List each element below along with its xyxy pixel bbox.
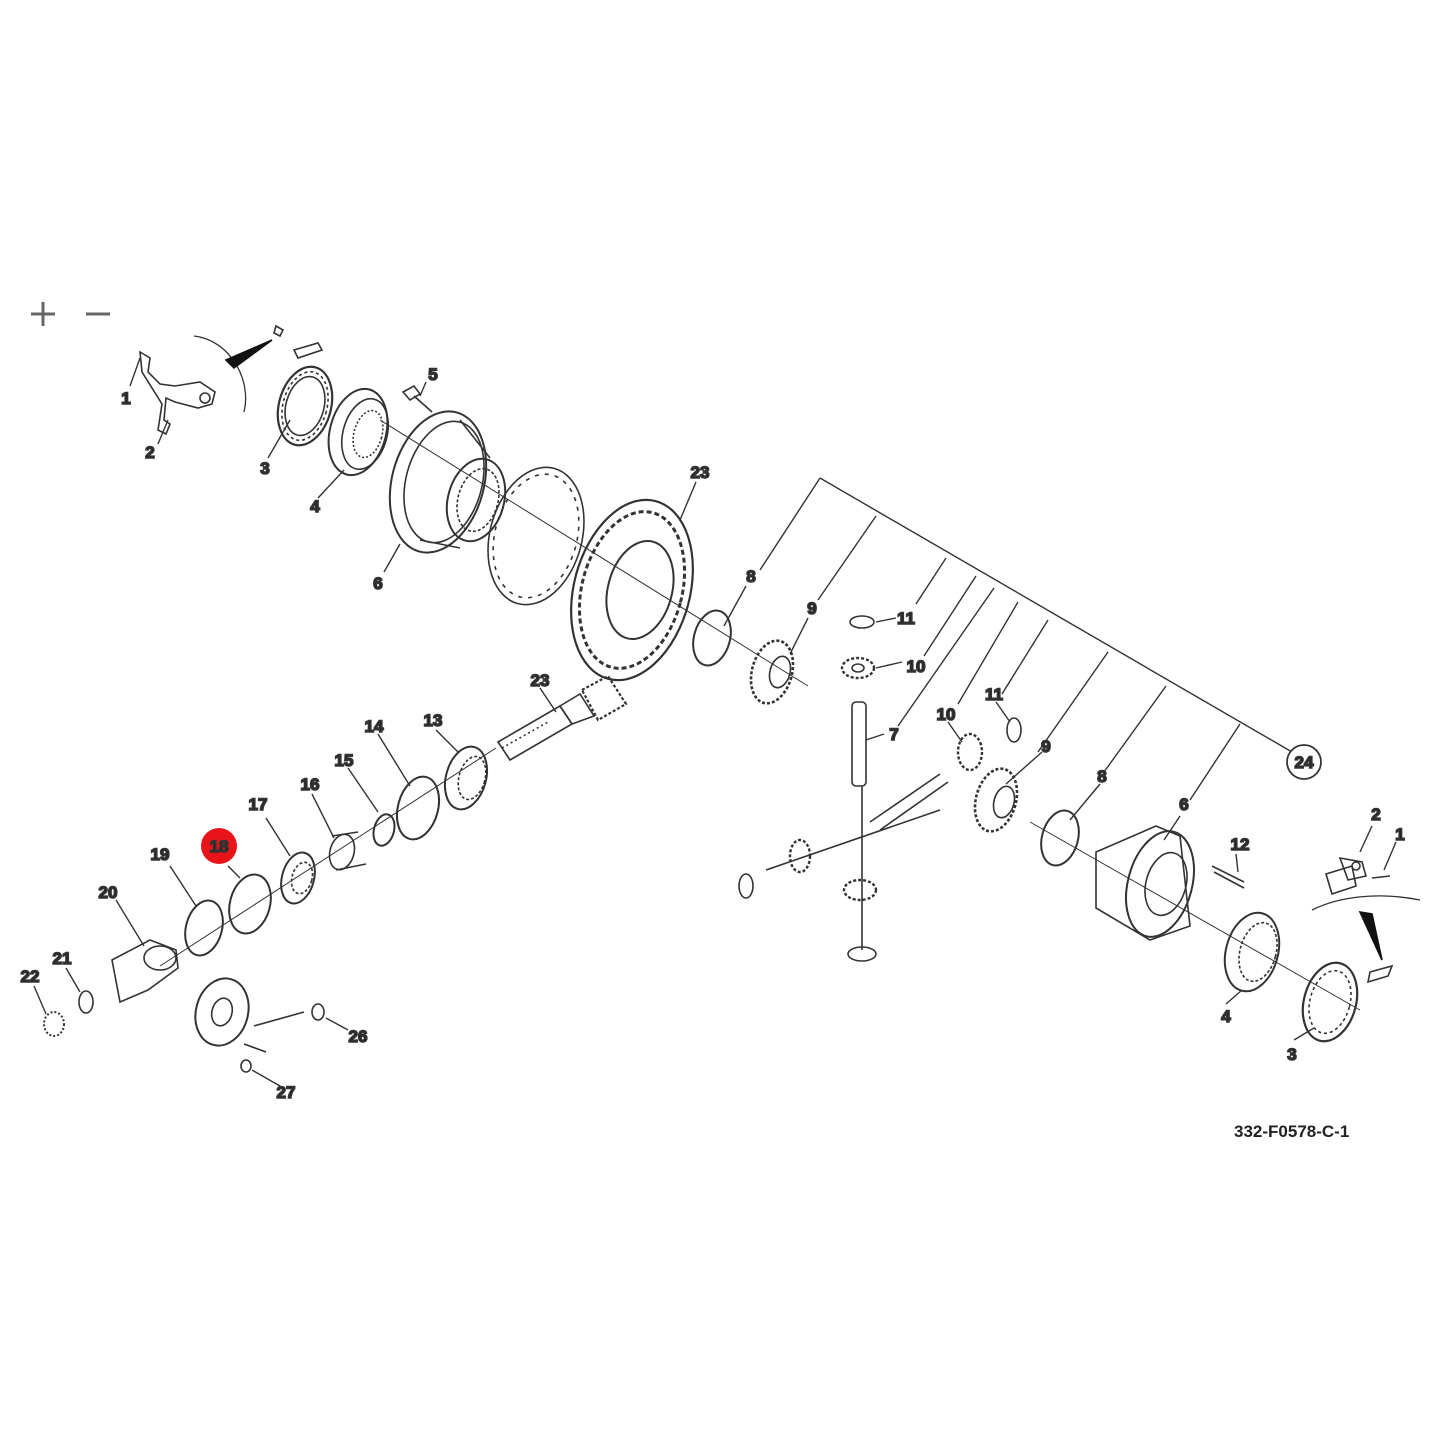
snap-ring-15	[372, 813, 396, 847]
drive-pinion	[496, 674, 628, 762]
diff-case-half	[388, 410, 507, 554]
callout-c10a[interactable]: 10	[906, 656, 927, 677]
callout-c6a[interactable]: 6	[372, 573, 383, 594]
locking-plate-bottom	[1366, 964, 1394, 984]
companion-flange	[194, 977, 250, 1047]
callout-c4a[interactable]: 4	[309, 496, 321, 517]
pinion-washer-d	[847, 946, 877, 962]
pinion-gear-c	[788, 838, 812, 874]
callout-c27[interactable]: 27	[276, 1082, 297, 1103]
yoke-20	[111, 939, 179, 1004]
callout-c1b[interactable]: 1	[1394, 824, 1405, 845]
callout-c1a[interactable]: 1	[120, 388, 131, 409]
shim-14	[395, 775, 441, 841]
nut-22	[43, 1011, 65, 1037]
bearing-top	[327, 387, 390, 477]
kit-24-circle	[1286, 744, 1322, 780]
callout-c16[interactable]: 16	[300, 774, 321, 795]
pinion-washer-c	[738, 873, 754, 899]
callout-labels: 1 2 3 4 5 6 23 8 9 11 10 7 23 14 13 15 1…	[20, 364, 1406, 1103]
locking-plate-top	[273, 324, 324, 359]
cap-bracket-right	[1325, 856, 1391, 896]
pinion-gear-d	[842, 878, 878, 902]
bolt-26	[253, 1003, 325, 1027]
callout-c12[interactable]: 12	[1230, 834, 1251, 855]
callout-c8b[interactable]: 8	[1096, 766, 1107, 787]
callout-c14[interactable]: 14	[364, 716, 385, 737]
callout-c7[interactable]: 7	[888, 724, 899, 745]
callout-c9b[interactable]: 9	[1040, 736, 1051, 757]
zoom-out-button[interactable]	[80, 296, 116, 332]
thrust-washer-bottom	[1040, 809, 1080, 867]
callout-c17[interactable]: 17	[248, 794, 269, 815]
bearing-13	[443, 745, 489, 811]
callout-c8a[interactable]: 8	[745, 566, 756, 587]
callout-c23a[interactable]: 23	[690, 462, 711, 483]
view-arrow-bottom	[1358, 910, 1383, 961]
pinion-gear-a	[840, 656, 876, 680]
pinion-washer-a	[849, 615, 875, 629]
callout-c23b[interactable]: 23	[530, 670, 551, 691]
plus-icon	[31, 302, 55, 326]
callout-c13[interactable]: 13	[423, 710, 444, 731]
thrust-washer-top	[692, 609, 732, 667]
view-arrow-top	[224, 339, 273, 370]
bolt-12	[1211, 865, 1245, 889]
assembly-axes	[159, 419, 1361, 1011]
pinion-washer-b	[1006, 717, 1022, 743]
callout-c3b[interactable]: 3	[1286, 1044, 1297, 1065]
ring-gear	[570, 498, 694, 682]
diff-case-main	[1095, 825, 1195, 941]
callout-c26[interactable]: 26	[348, 1026, 369, 1047]
adjuster-ring-bottom	[1301, 961, 1359, 1043]
leader-lines	[33, 357, 1397, 1087]
callout-c19[interactable]: 19	[150, 844, 171, 865]
cap-bracket-left	[139, 350, 216, 436]
seal-19	[184, 899, 224, 957]
reference-arc-bottom	[1311, 895, 1421, 911]
bearing-bottom	[1223, 911, 1281, 993]
pinion-cross-shaft	[765, 701, 949, 950]
side-gear-top	[749, 639, 795, 705]
diagram-canvas	[0, 278, 1445, 1178]
washer-18	[228, 873, 272, 935]
bearing-17	[280, 851, 316, 905]
pinion-gear-b	[956, 732, 984, 772]
callout-c11b[interactable]: 11	[984, 684, 1004, 705]
callout-c3a[interactable]: 3	[259, 458, 270, 479]
callout-c2a[interactable]: 2	[144, 442, 155, 463]
bolt-27	[240, 1043, 267, 1073]
callout-c4b[interactable]: 4	[1220, 1006, 1232, 1027]
diagram-code: 332-F0578-C-1	[1234, 1122, 1350, 1141]
spacer-16	[328, 831, 367, 871]
callout-c6b[interactable]: 6	[1178, 794, 1189, 815]
callout-c21[interactable]: 21	[52, 948, 73, 969]
callout-c9a[interactable]: 9	[806, 598, 817, 619]
zoom-in-button[interactable]	[25, 296, 61, 332]
callout-c22[interactable]: 22	[20, 966, 41, 987]
callout-c20[interactable]: 20	[98, 882, 119, 903]
callout-c24[interactable]: 24	[1294, 752, 1315, 773]
callout-c11a[interactable]: 11	[896, 608, 916, 629]
callout-c15[interactable]: 15	[334, 750, 355, 771]
callout-c5[interactable]: 5	[427, 364, 438, 385]
minus-icon	[86, 312, 110, 316]
adjuster-ring-top	[276, 365, 334, 447]
ring-gasket	[487, 466, 585, 606]
callout-c18[interactable]: 18	[209, 836, 230, 857]
side-gear-bottom	[973, 767, 1019, 833]
o-ring-21	[78, 990, 94, 1014]
callout-c10b[interactable]: 10	[936, 704, 957, 725]
highlight-dot	[201, 828, 237, 864]
reference-arc-top	[193, 335, 247, 413]
bolt-5	[401, 384, 433, 413]
callout-c2b[interactable]: 2	[1370, 804, 1381, 825]
